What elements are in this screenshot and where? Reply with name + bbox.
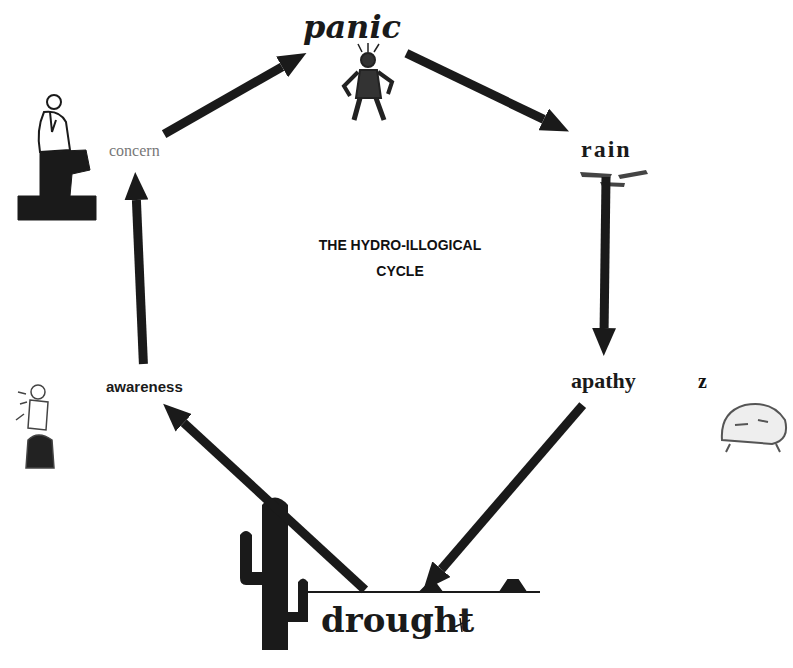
- cycle-stage: rain: [578, 134, 635, 165]
- concern-word: concern: [109, 142, 160, 160]
- sleeping-creature: [722, 404, 786, 452]
- cycle-stage: drought: [318, 598, 477, 642]
- cycle-arrow: [184, 423, 365, 590]
- cycle-stage: panic: [300, 6, 404, 48]
- panic-word: panic: [303, 8, 401, 46]
- sleep-z: z: [698, 370, 707, 393]
- diagram-title: THE HYDRO-ILLOGICAL CYCLE: [315, 232, 485, 284]
- apathy-word: apathy: [571, 368, 636, 394]
- cycle-arrow: [604, 177, 606, 328]
- cycle-stage: concern: [106, 140, 163, 162]
- cycle-arrow: [164, 67, 282, 134]
- awareness-word: awareness: [106, 378, 183, 395]
- thinker-figure: [18, 95, 96, 220]
- cycle-arrow: [406, 53, 543, 119]
- rain-splash: [580, 170, 648, 187]
- awareness-figure: [16, 385, 54, 468]
- cactus: [240, 498, 308, 651]
- cycle-stage: apathy: [568, 366, 639, 396]
- cycle-arrow: [136, 200, 143, 364]
- cycle-stage: awareness: [103, 376, 186, 397]
- cycle-arrow: [441, 405, 582, 569]
- drought-word: drought: [321, 600, 474, 640]
- rain-word: rain: [581, 136, 632, 163]
- panic-figure: [344, 43, 392, 120]
